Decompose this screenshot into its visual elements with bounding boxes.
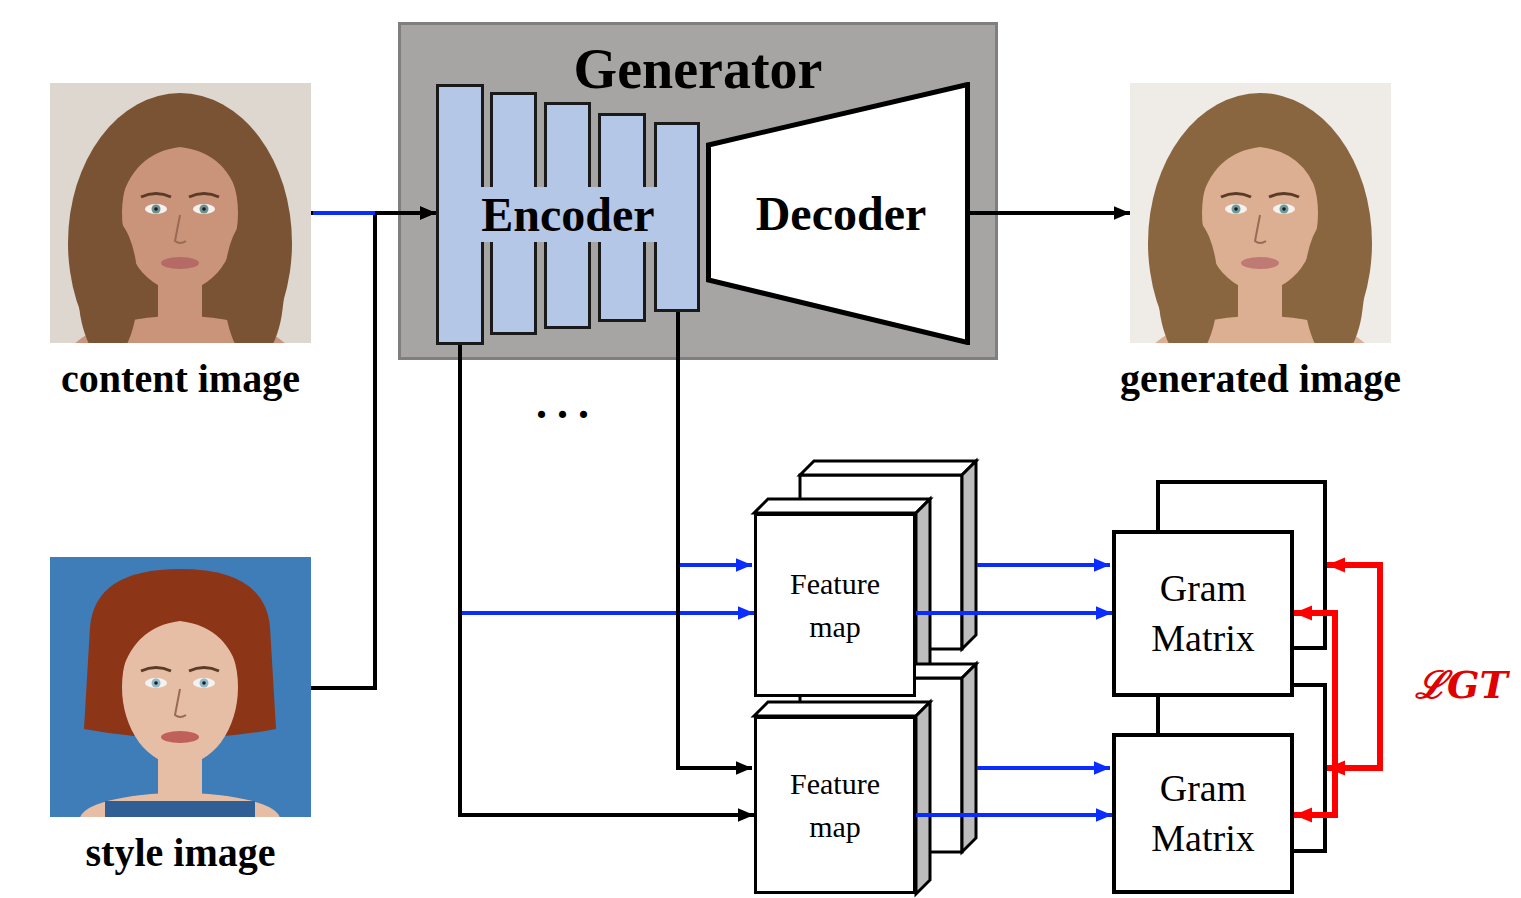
gram-wire (977, 766, 1110, 770)
feature-map-label: Feature map (770, 562, 900, 649)
connector-arrow (1294, 613, 1335, 815)
hair (1148, 93, 1372, 343)
iris (1280, 205, 1289, 214)
nose (175, 215, 186, 243)
generator-title: Generator (401, 39, 995, 101)
feature-map-box: Feature map (754, 513, 916, 697)
iris (152, 205, 161, 214)
iris (200, 679, 209, 688)
eye (193, 678, 215, 688)
feature-layer-side (916, 702, 930, 894)
feature-layer-side (962, 461, 976, 649)
pupil (202, 681, 206, 685)
wire-group (313, 213, 1380, 768)
connector-arrow (916, 813, 1112, 817)
portrait-photo (50, 557, 311, 817)
eye (145, 678, 167, 688)
iris (200, 205, 209, 214)
ellipsis-mark: ... (536, 382, 599, 426)
generated-image: generated image (1130, 83, 1391, 403)
hair-top (120, 595, 240, 679)
content-wire (313, 211, 375, 215)
hair-top (1200, 121, 1320, 205)
eyebrow (1221, 194, 1251, 198)
gram-wire (977, 563, 1110, 567)
connector-arrow (460, 345, 754, 613)
decoder-label: Decoder (756, 186, 927, 241)
connector-arrow (311, 211, 436, 215)
feature-layer-top (754, 702, 930, 716)
portrait-photo (50, 83, 311, 343)
hair-strand (1158, 216, 1218, 343)
feature-layer-top (800, 461, 976, 475)
hair (68, 93, 292, 343)
connector-arrow (916, 611, 1112, 615)
image-caption: generated image (1096, 355, 1426, 403)
iris (1232, 205, 1241, 214)
loss-label: ℒGT (1415, 662, 1508, 708)
decoder-shape (709, 85, 968, 343)
generator-box: GeneratorEncoder Decoder (398, 22, 998, 360)
eye (1273, 204, 1295, 214)
pupil (1282, 207, 1286, 211)
pupil (154, 681, 158, 685)
eyebrow (141, 668, 171, 672)
lips (1241, 257, 1279, 269)
content-image: content image (50, 83, 311, 403)
feature-layer-side (962, 664, 976, 852)
connector-arrow (460, 345, 754, 815)
iris (152, 679, 161, 688)
top (105, 801, 255, 817)
loss-bracket (1327, 565, 1380, 768)
shoulders (80, 793, 280, 817)
hair-strand (224, 216, 284, 343)
edge-group (311, 213, 1335, 815)
eye (1225, 204, 1247, 214)
feature-wire (678, 312, 752, 768)
hair-strand (1304, 216, 1364, 343)
encoder-layer (656, 124, 699, 311)
connector-arrow (311, 213, 436, 688)
gram-matrix-box: Gram Matrix (1112, 530, 1294, 697)
pupil (154, 207, 158, 211)
eyebrow (1269, 194, 1299, 198)
portrait-photo (1130, 83, 1391, 343)
nose (1255, 215, 1266, 243)
nose (175, 689, 186, 717)
encoder-label: Encoder (475, 187, 660, 242)
eyebrow (189, 668, 219, 672)
feature-layer-top (754, 499, 930, 513)
image-caption: style image (16, 829, 346, 877)
pupil (202, 207, 206, 211)
eyebrow (141, 194, 171, 198)
gram-matrix-box: Gram Matrix (1112, 733, 1294, 894)
image-caption: content image (16, 355, 346, 403)
gram-matrix-label: Gram Matrix (1128, 764, 1278, 863)
hair-strand (78, 216, 138, 343)
eye (193, 204, 215, 214)
photo-ground (50, 557, 311, 817)
lips (161, 731, 199, 743)
feature-wire (680, 563, 752, 567)
decoder-block: Decoder (706, 82, 970, 345)
style-image: style image (50, 557, 311, 877)
encoder-block: Encoder (436, 84, 700, 345)
feature-map-label: Feature map (770, 762, 900, 849)
feature-map-box: Feature map (754, 716, 916, 894)
pupil (1234, 207, 1238, 211)
lips (161, 257, 199, 269)
gram-matrix-label: Gram Matrix (1128, 564, 1278, 663)
eye (145, 204, 167, 214)
connector-arrow (970, 211, 1130, 215)
eyebrow (189, 194, 219, 198)
hair-top (120, 121, 240, 205)
